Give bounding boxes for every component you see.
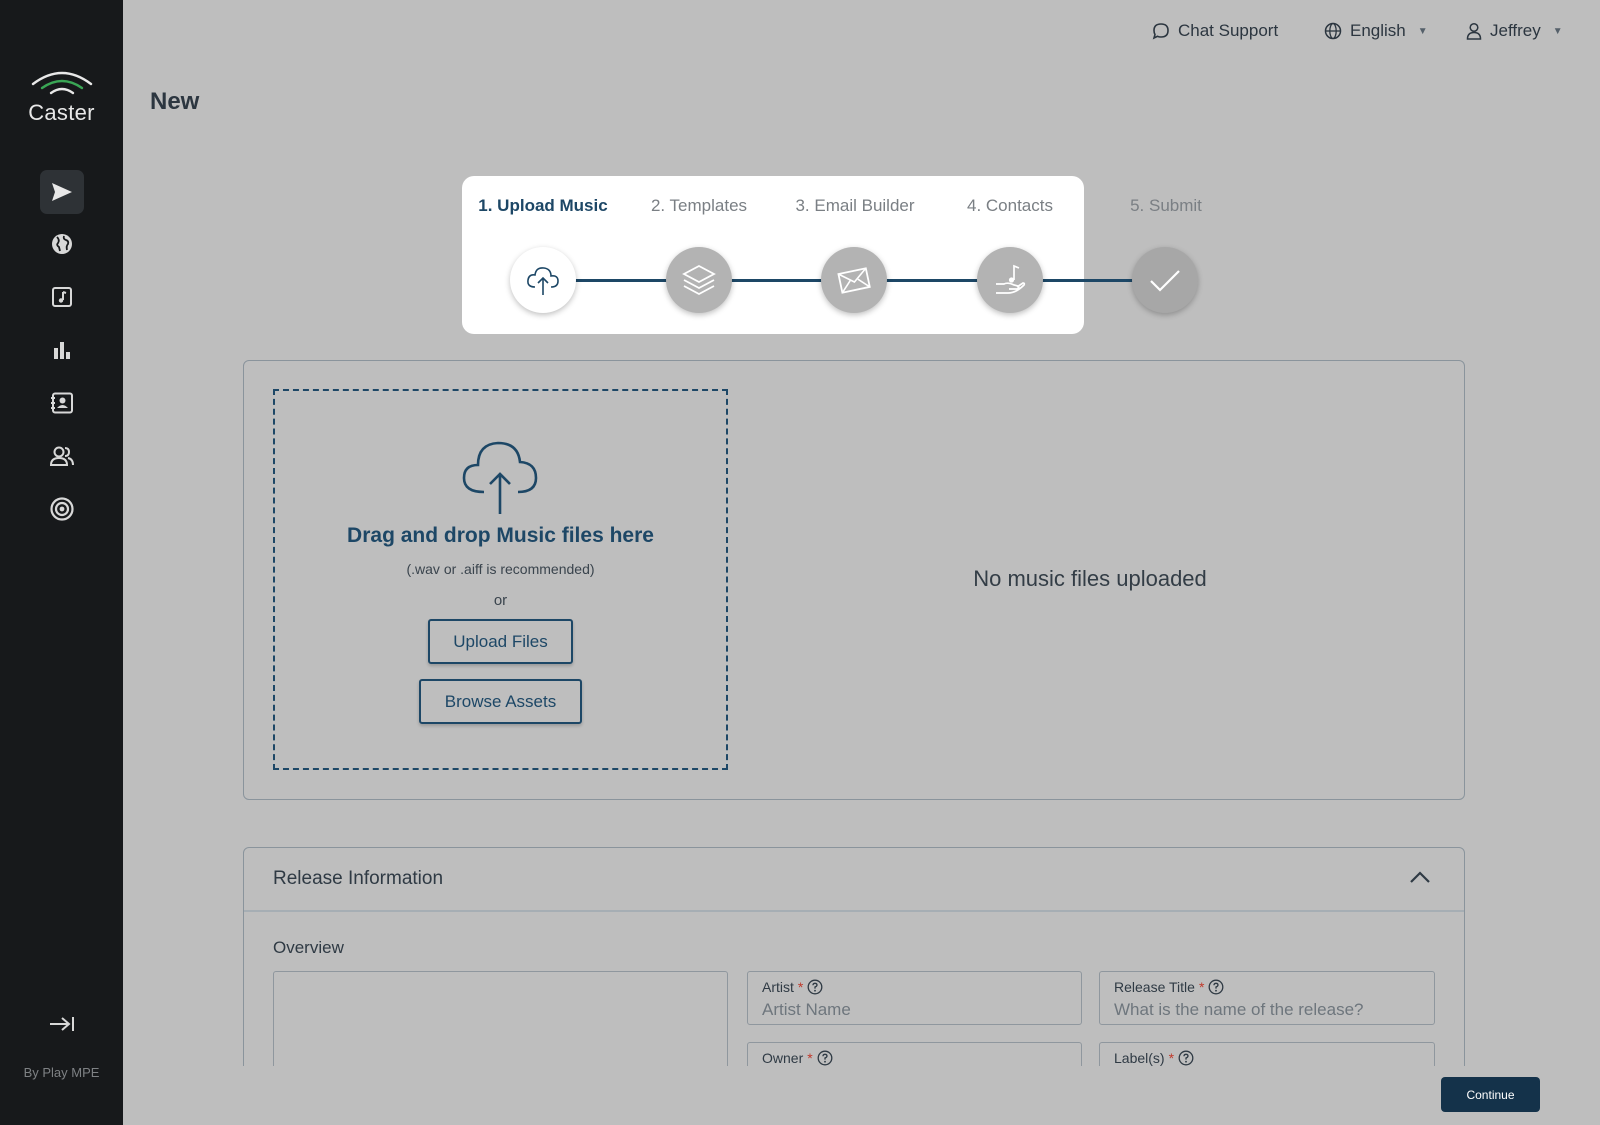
user-name: Jeffrey <box>1490 21 1541 40</box>
artist-field[interactable]: Artist* Artist Name <box>747 971 1082 1025</box>
nav-users[interactable] <box>40 434 84 478</box>
chat-bubble-icon <box>1152 23 1169 40</box>
step-email-builder[interactable] <box>821 247 887 313</box>
nav-analytics[interactable] <box>40 328 84 372</box>
dropzone-title: Drag and drop Music files here <box>347 524 654 547</box>
release-title-field-label: Release Title* <box>1114 979 1224 995</box>
overview-artwork-box[interactable] <box>273 971 728 1081</box>
stepper-card <box>462 176 1084 334</box>
layers-icon <box>682 264 716 296</box>
step-upload-music[interactable] <box>510 247 576 313</box>
target-icon <box>50 497 74 521</box>
sidebar: Caster <box>0 0 123 1125</box>
nav-music[interactable] <box>40 275 84 319</box>
labels-field-label: Label(s)* <box>1114 1050 1194 1066</box>
nav-contacts-book[interactable] <box>40 381 84 425</box>
release-information-title[interactable]: Release Information <box>273 868 444 889</box>
step-templates[interactable] <box>666 247 732 313</box>
upload-panel <box>243 360 1465 800</box>
nav-target[interactable] <box>40 487 84 531</box>
hand-music-icon <box>996 264 1026 294</box>
upload-files-button[interactable]: Upload Files <box>428 619 573 664</box>
dropzone-hint: (.wav or .aiff is recommended) <box>406 561 595 577</box>
required-mark: * <box>1198 979 1205 995</box>
step-connector <box>575 279 667 282</box>
user-menu[interactable]: Jeffrey ▼ <box>1466 18 1563 44</box>
bar-chart-icon <box>54 342 70 359</box>
step-connector <box>731 279 823 282</box>
address-book-icon <box>51 392 73 414</box>
step-submit[interactable] <box>1132 247 1198 313</box>
required-mark: * <box>1168 1050 1175 1066</box>
caret-down-icon: ▼ <box>1552 25 1563 37</box>
paper-plane-icon <box>52 183 72 201</box>
continue-button[interactable]: Continue <box>1441 1077 1540 1112</box>
globe-icon <box>52 234 72 254</box>
cloud-upload-icon <box>527 267 559 295</box>
music-file-icon <box>52 287 72 307</box>
page-title: New <box>150 88 200 115</box>
globe-outline-icon <box>1324 22 1342 40</box>
logo-text: Caster <box>28 100 95 125</box>
music-dropzone[interactable] <box>273 389 728 770</box>
artist-input[interactable]: Artist Name <box>762 1000 851 1019</box>
language-selector[interactable]: English ▼ <box>1324 18 1428 44</box>
browse-assets-button[interactable]: Browse Assets <box>419 679 582 724</box>
step-connector <box>1042 279 1134 282</box>
step-connector <box>886 279 978 282</box>
caster-logo[interactable]: Caster <box>0 66 123 126</box>
artist-field-label: Artist* <box>762 979 823 995</box>
no-files-message: No music files uploaded <box>973 566 1207 591</box>
release-title-input[interactable]: What is the name of the release? <box>1114 1000 1364 1019</box>
dropzone-or: or <box>493 592 508 609</box>
broadcast-logo-icon <box>31 71 92 95</box>
nav-send[interactable] <box>40 170 84 214</box>
help-icon[interactable] <box>807 979 823 995</box>
chat-support-link[interactable]: Chat Support <box>1152 18 1278 44</box>
help-icon[interactable] <box>817 1050 833 1066</box>
footer-bar <box>123 1066 1600 1125</box>
step-label-upload-music[interactable]: 1. Upload Music <box>478 196 608 215</box>
users-icon <box>49 446 74 466</box>
user-icon <box>1466 22 1482 40</box>
check-icon <box>1150 270 1180 292</box>
nav-globe[interactable] <box>40 222 84 266</box>
required-mark: * <box>797 979 804 995</box>
step-label-submit[interactable]: 5. Submit <box>1130 196 1202 215</box>
caret-down-icon: ▼ <box>1417 25 1428 37</box>
required-mark: * <box>807 1050 813 1066</box>
arrow-to-right-icon <box>50 1017 74 1031</box>
step-label-contacts[interactable]: 4. Contacts <box>967 196 1053 215</box>
envelope-icon <box>837 267 871 294</box>
help-icon[interactable] <box>1178 1050 1194 1066</box>
step-contacts[interactable] <box>977 247 1043 313</box>
help-icon[interactable] <box>1208 979 1224 995</box>
language-label: English <box>1350 21 1406 40</box>
release-title-field[interactable]: Release Title* What is the name of the r… <box>1099 971 1435 1025</box>
divider <box>244 910 1464 912</box>
step-label-email-builder[interactable]: 3. Email Builder <box>795 196 915 215</box>
owner-field-label: Owner* <box>762 1050 833 1066</box>
cloud-upload-icon <box>458 432 542 521</box>
chevron-up-icon[interactable] <box>1409 870 1431 889</box>
step-label-templates[interactable]: 2. Templates <box>650 196 748 215</box>
chat-support-label: Chat Support <box>1178 21 1279 40</box>
by-line: By Play MPE <box>23 1065 100 1080</box>
collapse-sidebar-button[interactable] <box>44 1010 80 1038</box>
overview-label: Overview <box>273 938 344 957</box>
release-information-panel <box>243 847 1465 1125</box>
